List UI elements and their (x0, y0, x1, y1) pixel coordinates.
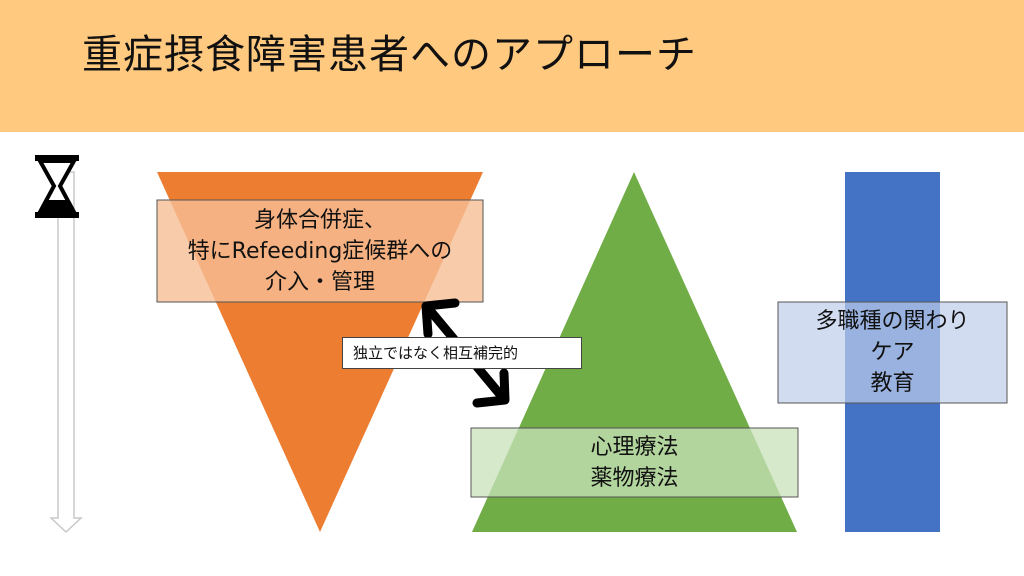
timeline-arrow (49, 171, 83, 534)
slide-title: 重症摂食障害患者へのアプローチ (82, 32, 697, 78)
team-line-3: 教育 (870, 371, 915, 396)
team-box-bg (777, 301, 1008, 404)
relation-note: 独立ではなく相互補完的 (342, 337, 582, 369)
team-line-2: ケア (870, 340, 915, 365)
team-line-1: 多職種の関わり (815, 309, 970, 334)
therapy-box: 心理療法 薬物療法 (471, 428, 798, 497)
title-banner: 重症摂食障害患者へのアプローチ (0, 0, 1024, 132)
physical-line-2: 特にRefeeding症候群への (187, 238, 453, 264)
therapy-box-bg (470, 427, 799, 498)
therapy-line-2: 薬物療法 (590, 465, 679, 491)
physical-line-1: 身体合併症、 (253, 207, 386, 233)
team-care-box: 多職種の関わり ケア 教育 (778, 302, 1007, 403)
hourglass-icon (35, 155, 79, 218)
physical-complications-box: 身体合併症、 特にRefeeding症候群への 介入・管理 (157, 200, 483, 302)
therapy-line-1: 心理療法 (590, 434, 679, 460)
physical-box-bg (156, 199, 484, 303)
physical-line-3: 介入・管理 (264, 269, 375, 295)
